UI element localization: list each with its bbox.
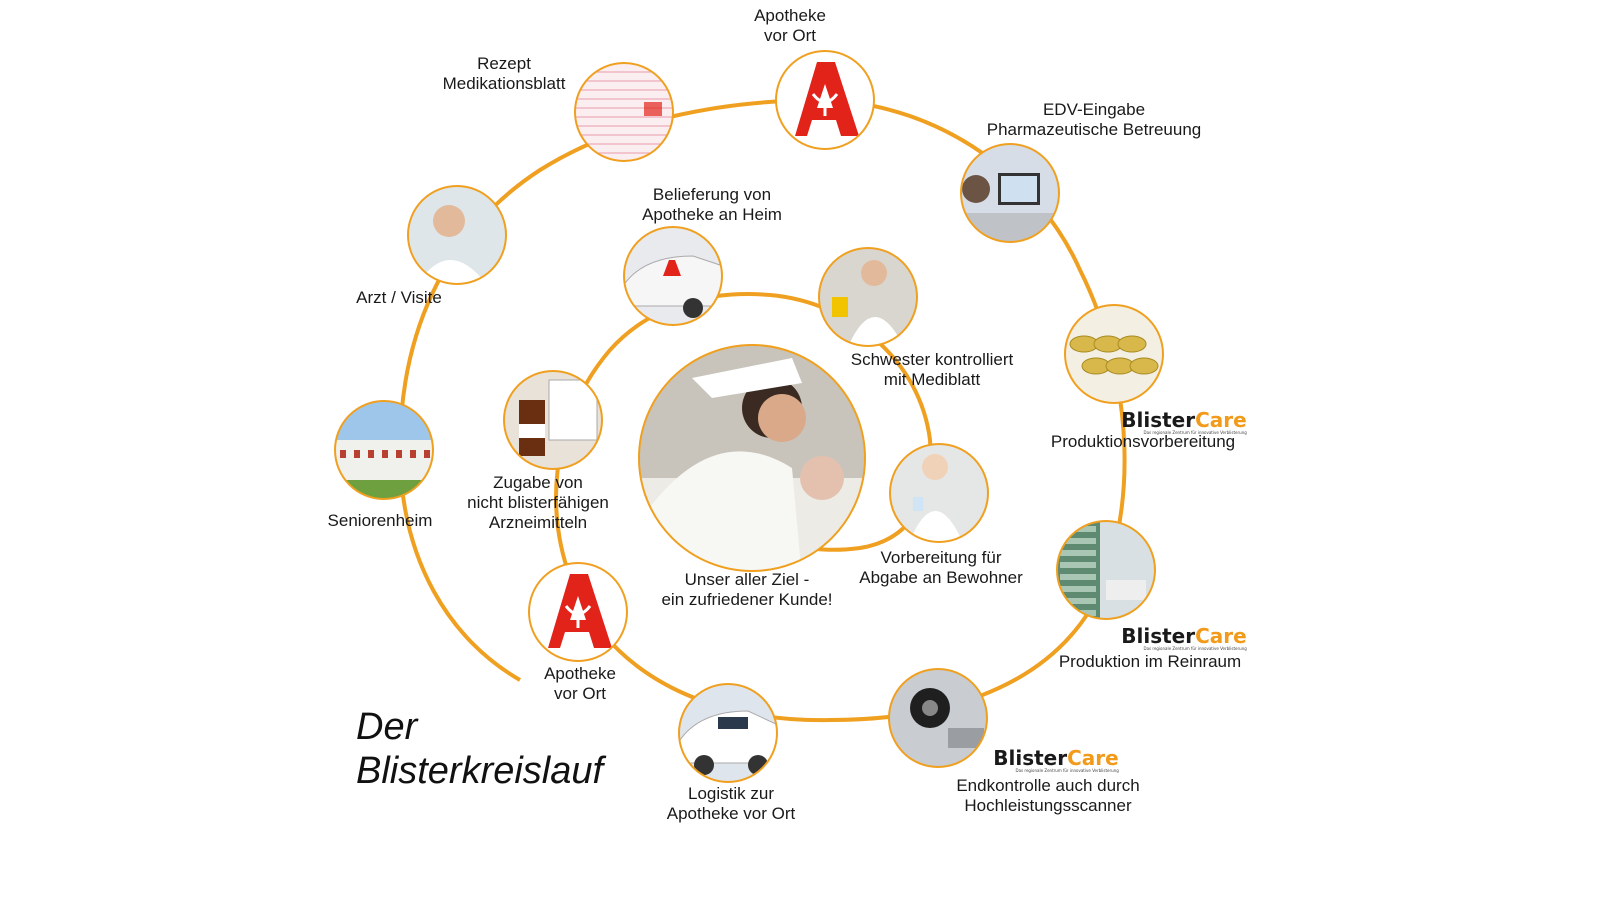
node-label-line: Medikationsblatt [442, 74, 566, 93]
title-line-1: Der [356, 706, 418, 748]
node-label-ziel: Unser aller Ziel -ein zufriedener Kunde! [661, 570, 832, 610]
node-vorbereitung [889, 443, 989, 543]
delivery-car-photo [679, 684, 777, 782]
node-label-line: Vorbereitung für [880, 548, 1002, 567]
node-ziel [638, 344, 866, 572]
node-produktionsvorbereitung [1064, 304, 1164, 404]
nurse-patient-photo [639, 345, 865, 571]
prescription-form-photo [575, 63, 673, 161]
node-rezept [574, 62, 674, 162]
pharmacy-a-icon [529, 563, 627, 661]
node-label-line: Arzneimitteln [488, 513, 588, 532]
node-label-line: Zugabe von [493, 473, 583, 492]
node-label-line: EDV-Eingabe [1042, 100, 1146, 119]
node-label-line: Belieferung von [652, 185, 772, 204]
node-label-line: Seniorenheim [327, 511, 433, 530]
node-seniorenheim [334, 400, 434, 500]
node-label-line: Apotheke [754, 6, 826, 25]
node-logistik [678, 683, 778, 783]
node-label-line: Apotheke vor Ort [666, 804, 796, 823]
node-endkontrolle [888, 668, 988, 768]
node-schwester [818, 247, 918, 347]
node-reinraum [1056, 520, 1156, 620]
node-label-line: Endkontrolle auch durch [956, 776, 1140, 795]
nurse-photo [819, 248, 917, 346]
node-label-line: Apotheke [544, 664, 616, 683]
node-label-line: Unser aller Ziel - [684, 570, 810, 589]
computer-workstation-photo [961, 144, 1059, 242]
node-apotheke-top [775, 50, 875, 150]
medicine-bottle-photo [504, 371, 602, 469]
node-label-line: Produktion im Reinraum [1058, 652, 1242, 671]
node-label-line: vor Ort [764, 26, 816, 45]
node-zugabe [503, 370, 603, 470]
node-label-produktionsvorbereitung: Produktionsvorbereitung [1051, 432, 1235, 452]
node-apotheke-bottom [528, 562, 628, 662]
title-line-2: Blisterkreislauf [356, 750, 604, 792]
nurse-cup-photo [890, 444, 988, 542]
node-label-line: ein zufriedener Kunde! [661, 590, 833, 609]
node-label-line: Pharmazeutische Betreuung [986, 120, 1202, 139]
node-arzt [407, 185, 507, 285]
node-label-reinraum: Produktion im Reinraum [1059, 652, 1241, 672]
node-label-line: Produktionsvorbereitung [1050, 432, 1236, 451]
node-label-line: Logistik zur [688, 784, 774, 803]
diagram-title: Der Blisterkreislauf [356, 705, 603, 793]
pharmacy-a-icon [776, 51, 874, 149]
pharmacy-car-photo [624, 227, 722, 325]
node-label-line: Arzt / Visite [356, 288, 442, 307]
node-label-line: vor Ort [554, 684, 606, 703]
node-label-line: Abgabe an Bewohner [859, 568, 1023, 587]
node-label-line: Apotheke an Heim [642, 205, 782, 224]
node-label-seniorenheim: Seniorenheim [328, 511, 433, 531]
node-label-line: Hochleistungsscanner [964, 796, 1132, 815]
building-photo [335, 401, 433, 499]
node-label-line: mit Mediblatt [883, 370, 981, 389]
node-label-line: Schwester kontrolliert [850, 350, 1014, 369]
scanner-machine-photo [889, 669, 987, 767]
node-belieferung [623, 226, 723, 326]
node-label-line: nicht blisterfähigen [467, 493, 609, 512]
capsules-photo [1065, 305, 1163, 403]
node-label-arzt: Arzt / Visite [356, 288, 442, 308]
node-edv [960, 143, 1060, 243]
node-label-line: Rezept [477, 54, 531, 73]
